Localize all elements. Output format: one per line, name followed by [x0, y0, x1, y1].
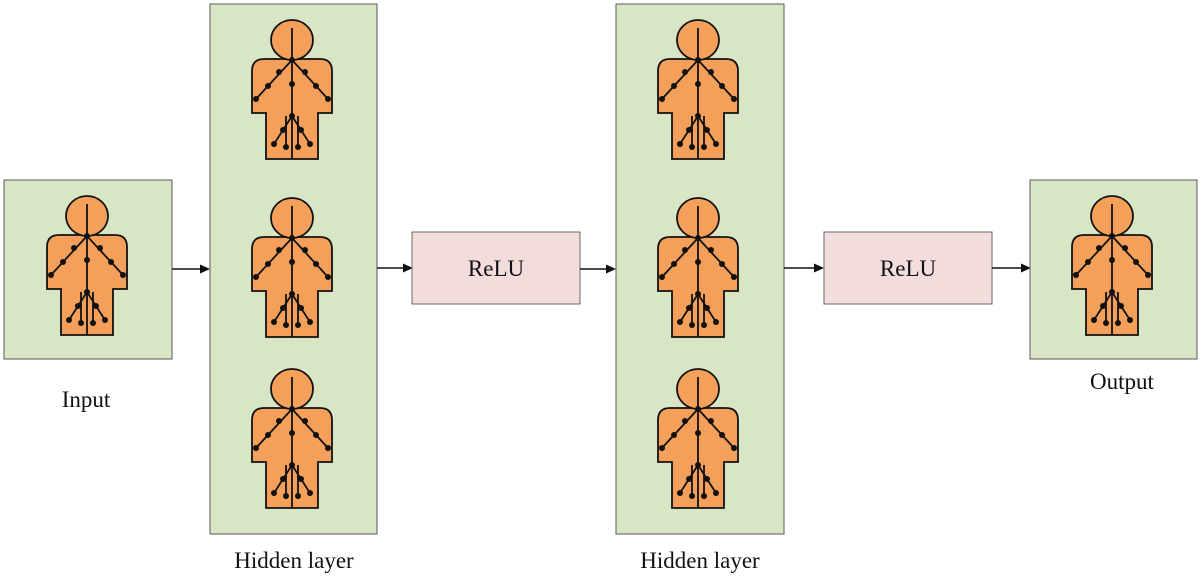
- relu-2-box: [823, 231, 993, 305]
- relu-2-label: ReLU: [880, 256, 937, 281]
- hidden-layer-2-label: Hidden layer: [640, 548, 760, 573]
- arrowhead-icon: [814, 263, 824, 273]
- arrowhead-icon: [606, 264, 616, 274]
- output-label: Output: [1090, 369, 1155, 394]
- hidden-layer-1-label: Hidden layer: [234, 548, 354, 573]
- arrowhead-icon: [200, 264, 210, 274]
- input-label: Input: [62, 387, 111, 412]
- relu-1-box: [411, 231, 581, 305]
- relu-1-label: ReLU: [468, 256, 525, 281]
